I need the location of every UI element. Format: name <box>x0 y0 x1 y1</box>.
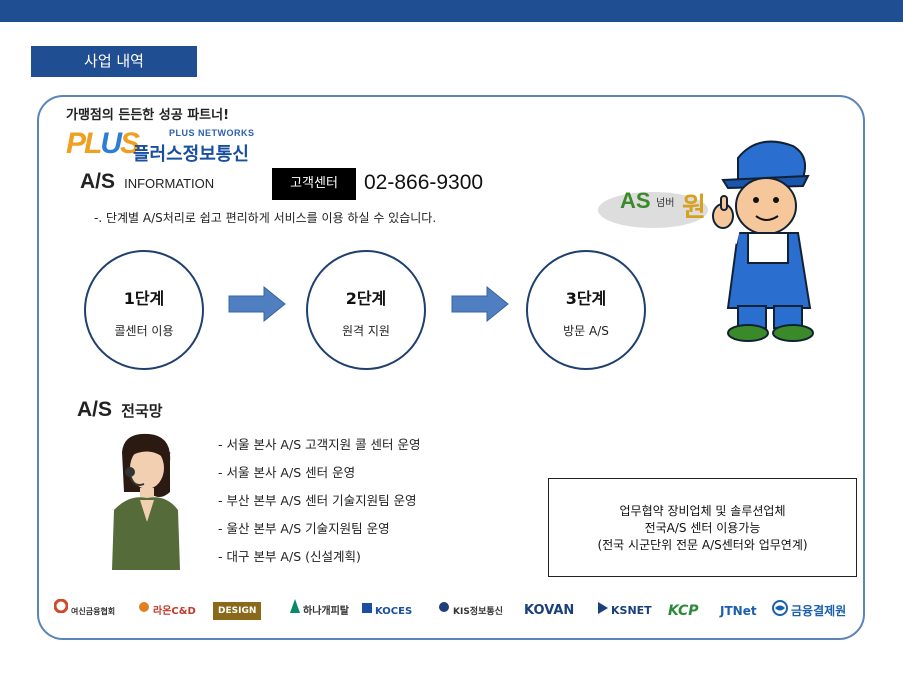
logo-english: PLUS NETWORKS <box>169 128 255 138</box>
customer-center-label: 고객센터 <box>272 168 356 200</box>
step-1-title: 1단계 <box>123 289 165 308</box>
partner-logo: 금융결제원 <box>772 597 846 625</box>
hana-logo-icon <box>290 597 300 625</box>
step-3-title: 3단계 <box>565 289 607 308</box>
step-3-circle: 3단계 방문 A/S <box>526 250 646 370</box>
list-item: - 서울 본사 A/S 고객지원 콜 센터 운영 <box>218 437 421 452</box>
circle-logo-icon <box>53 597 69 625</box>
arrow-right-icon <box>228 286 286 322</box>
as-info-title: A/S <box>80 170 116 193</box>
partner-line-1: 업무협약 장비업체 및 솔루션업체 <box>619 504 786 518</box>
partner-line-3: (전국 시군단위 전문 A/S센터와 업무연계) <box>597 538 808 552</box>
step-1-circle: 1단계 콜센터 이용 <box>84 250 204 370</box>
as-info-subtitle: INFORMATION <box>124 176 215 191</box>
as-description: -. 단계별 A/S처리로 쉽고 편리하게 서비스를 이용 하실 수 있습니다. <box>94 211 437 225</box>
arrow-right-icon <box>451 286 509 322</box>
as-network-title-ko: 전국망 <box>121 402 163 420</box>
svg-text:원: 원 <box>682 193 706 223</box>
phone-number: 02-866-9300 <box>364 171 484 194</box>
plus-networks-logo: PLUS PLUS NETWORKS 플러스정보통신 <box>66 125 266 165</box>
ksnet-logo-icon <box>598 597 608 625</box>
partner-logo: 하나개피탈 <box>290 597 349 625</box>
partner-logo: 라온C&D <box>138 597 196 625</box>
step-2-desc: 원격 지원 <box>342 324 390 338</box>
top-bar <box>0 0 903 22</box>
step-1-desc: 콜센터 이용 <box>114 324 174 338</box>
partner-logo: KOVAN <box>524 603 575 618</box>
list-item: - 서울 본사 A/S 센터 운영 <box>218 465 356 480</box>
step-2-circle: 2단계 원격 지원 <box>306 250 426 370</box>
partner-logo: DESIGN <box>213 597 262 625</box>
list-item: - 울산 본부 A/S 기술지원팀 운영 <box>218 521 390 536</box>
a-plus-design-logo-icon: DESIGN <box>213 602 262 620</box>
partner-logo: KOCES <box>362 597 412 625</box>
partner-line-2: 전국A/S 센터 이용가능 <box>644 521 761 535</box>
partner-logos-row: 여신금융협회 라온C&D DESIGN 하나개피탈 KOCES KIS정보통신 … <box>50 597 855 625</box>
partner-logo: 여신금융협회 <box>53 597 115 625</box>
as-network-heading: A/S 전국망 <box>77 398 163 422</box>
brand-tagline: 가맹점의 든든한 성공 파트너! <box>66 108 230 123</box>
svg-text:AS: AS <box>620 188 651 213</box>
as-mascot-illustration: AS 넘버 원 <box>598 140 814 342</box>
kis-logo-icon <box>438 597 450 625</box>
as-network-title: A/S <box>77 398 113 421</box>
koces-logo-icon <box>362 597 372 625</box>
step-3-desc: 방문 A/S <box>563 324 609 338</box>
kftc-logo-icon <box>772 598 788 626</box>
as-network-list: - 서울 본사 A/S 고객지원 콜 센터 운영 - 서울 본사 A/S 센터 … <box>218 435 421 575</box>
svg-text:넘버: 넘버 <box>656 197 674 209</box>
logo-plus-text: PLUS <box>66 127 140 160</box>
as-info-heading: A/S INFORMATION <box>80 170 214 194</box>
logo-korean: 플러스정보통신 <box>133 144 249 165</box>
list-item: - 부산 본부 A/S 센터 기술지원팀 운영 <box>218 493 417 508</box>
laon-logo-icon <box>138 597 150 625</box>
section-title: 사업 내역 <box>31 46 197 77</box>
partner-logo: KSNET <box>598 597 652 625</box>
partner-info-box: 업무협약 장비업체 및 솔루션업체 전국A/S 센터 이용가능 (전국 시군단위… <box>548 478 857 577</box>
partner-logo: JTNet <box>720 604 757 618</box>
list-item: - 대구 본부 A/S (신설계획) <box>218 549 361 564</box>
partner-logo: KCP <box>668 603 699 619</box>
partner-logo: KIS정보통신 <box>438 597 503 625</box>
step-2-title: 2단계 <box>345 289 387 308</box>
call-center-operator-illustration <box>112 433 180 570</box>
